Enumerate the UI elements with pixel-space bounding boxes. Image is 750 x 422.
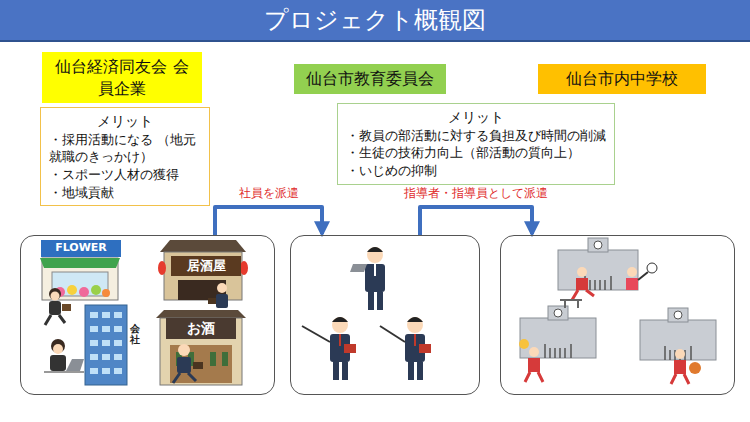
- header-box: 仙台市教育委員会: [294, 64, 446, 94]
- illustration-box: [290, 235, 480, 395]
- shop-sign: FLOWER: [41, 240, 121, 257]
- merit-item: ・教員の部活動に対する負担及び時間の削減: [346, 127, 606, 145]
- liquor-shop: [156, 310, 246, 385]
- box-label: 仙台市内中学校: [566, 68, 678, 90]
- flow-arrow: [420, 207, 532, 235]
- illustration-box: FLOWER 居酒屋お酒 会社: [20, 235, 275, 395]
- merit-item: ・スポーツ人材の獲得: [49, 166, 201, 184]
- merit-item: ・地域貢献: [49, 184, 201, 202]
- flower-shop: [40, 258, 120, 300]
- running-man: [173, 344, 203, 383]
- running-woman: [45, 288, 71, 325]
- header-box: 仙台市内中学校: [538, 64, 706, 94]
- school-clock: [554, 241, 682, 319]
- edge-label: 社員を派遣: [237, 185, 301, 202]
- box-label: 仙台経済同友会 会員企業: [48, 56, 196, 99]
- building-sign: 会社: [129, 322, 141, 346]
- merit-box: メリット・教員の部活動に対する負担及び時間の削減・生徒の技術力向上（部活動の質向…: [337, 103, 615, 185]
- header-box: 仙台経済同友会 会員企業: [42, 52, 202, 103]
- athletes: [519, 263, 701, 384]
- lecturer-left: [302, 317, 356, 380]
- shop-sign: お酒: [166, 318, 236, 339]
- merit-box: メリット・採用活動になる （地元就職のきっかけ）・スポーツ人材の獲得・地域貢献: [40, 107, 210, 206]
- edge-label: 指導者・指導員として派遣: [402, 185, 550, 202]
- flow-arrow: [215, 207, 322, 235]
- box-label: 仙台市教育委員会: [306, 68, 434, 90]
- school-gate: [545, 276, 691, 360]
- presenter-with-laptop: [350, 247, 385, 310]
- merit-heading: メリット: [49, 112, 201, 131]
- merit-item: ・いじめの抑制: [346, 162, 606, 180]
- title-bar: プロジェクト概観図: [0, 0, 750, 42]
- lecturer-right: [380, 317, 431, 380]
- shop-sign: 居酒屋: [171, 256, 241, 276]
- school-building: [520, 238, 716, 360]
- businessman: [208, 283, 228, 308]
- izakaya: [158, 240, 248, 300]
- woman-at-laptop: [44, 339, 84, 372]
- merit-heading: メリット: [346, 108, 606, 127]
- illustration-box: [500, 235, 735, 395]
- office-building: [85, 305, 127, 385]
- merit-item: ・生徒の技術力向上（部活動の質向上）: [346, 144, 606, 162]
- merit-item: ・採用活動になる （地元就職のきっかけ）: [49, 131, 201, 166]
